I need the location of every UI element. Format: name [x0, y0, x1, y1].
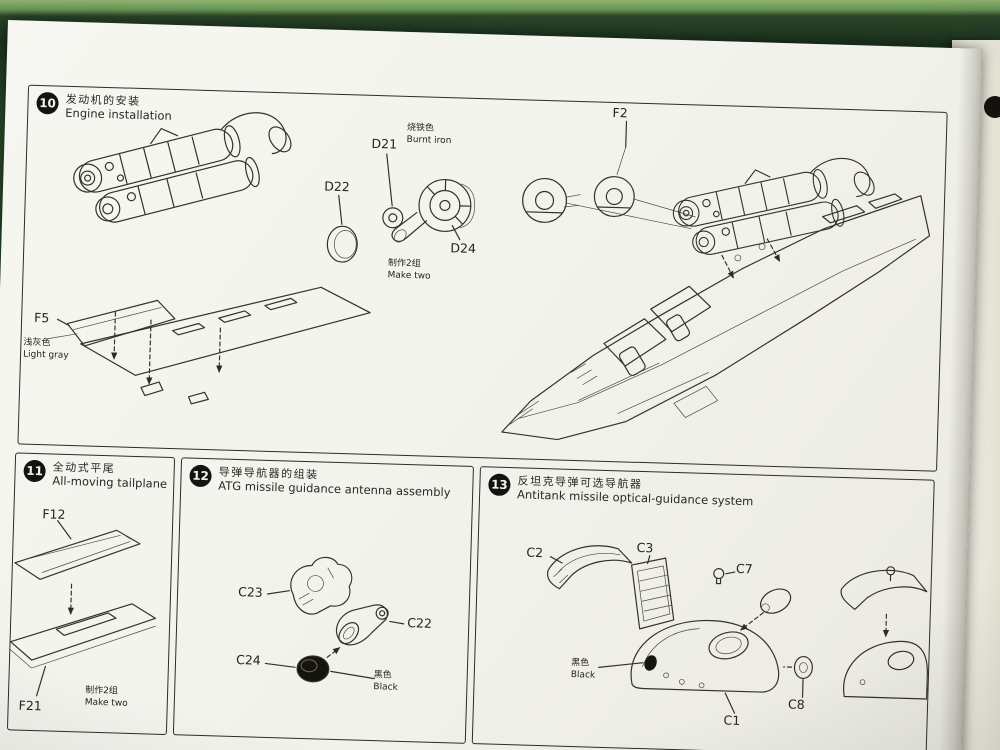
part-label-c3: C3	[636, 539, 654, 556]
color-note-burnt-iron: 烧铁色 Burnt iron	[406, 123, 451, 148]
part-label-c22: C22	[407, 615, 433, 631]
color-note-black-en: Black	[570, 669, 596, 681]
part-label-f21: F21	[18, 697, 43, 714]
color-note-burnt-iron-zh: 烧铁色	[406, 122, 435, 134]
tailplane-diagram	[9, 520, 157, 697]
part-label-d22: D22	[323, 178, 350, 195]
part-label-f5: F5	[33, 309, 50, 326]
step-10-number-badge: 10	[36, 91, 59, 115]
instruction-page: 10 发动机的安装 Engine installation	[0, 20, 983, 750]
part-label-d21: D21	[371, 135, 398, 152]
part-label-c2: C2	[526, 544, 544, 561]
engine-installation-diagram	[46, 96, 931, 441]
color-note-light-gray-zh: 浅灰色	[23, 337, 51, 349]
part-label-c23: C23	[237, 584, 263, 600]
step-10-header: 10 发动机的安装 Engine installation	[36, 91, 172, 124]
make-two-note-s10: 制作2组 Make two	[387, 258, 431, 283]
make-two-zh: 制作2组	[387, 258, 421, 270]
color-note-black-s13: 黑色 Black	[571, 658, 596, 682]
guidance-antenna-diagram	[264, 556, 405, 683]
next-page-step-badge	[984, 96, 1000, 118]
step-11-panel: 11 全动式平尾 All-moving tailplane	[6, 452, 176, 736]
step-11-number-badge: 11	[23, 459, 46, 483]
step-12-panel: 12 导弹导航器的组装 ATG missile guidance antenna…	[172, 457, 474, 744]
step-13-number-badge: 13	[488, 473, 511, 497]
part-label-c1: C1	[723, 712, 741, 729]
part-label-d24: D24	[450, 240, 477, 256]
part-label-c24: C24	[235, 652, 261, 668]
make-two-en: Make two	[387, 270, 431, 282]
part-label-c7: C7	[735, 560, 753, 577]
step-11-title: 全动式平尾 All-moving tailplane	[52, 461, 168, 492]
optical-guidance-diagram	[546, 545, 928, 714]
color-note-burnt-iron-en: Burnt iron	[406, 134, 452, 146]
part-label-f12: F12	[42, 506, 66, 522]
step-12-number-badge: 12	[189, 464, 212, 488]
part-label-f2: F2	[612, 104, 628, 121]
color-note-black-zh: 黑色	[571, 657, 590, 669]
make-two-zh: 制作2组	[84, 685, 119, 697]
step-11-header: 11 全动式平尾 All-moving tailplane	[23, 459, 168, 492]
step-13-panel: 13 反坦克导弹可选导航器 Antitank missile optical-g…	[471, 466, 935, 750]
color-note-black-s12: 黑色 Black	[373, 670, 398, 694]
make-two-note-s11: 制作2组 Make two	[85, 686, 129, 711]
part-label-c8: C8	[787, 696, 805, 712]
color-note-black-en: Black	[373, 681, 398, 693]
color-note-light-gray: 浅灰色 Light gray	[23, 338, 69, 363]
step-10-title: 发动机的安装 Engine installation	[65, 93, 172, 124]
step-10-panel: 10 发动机的安装 Engine installation	[17, 84, 948, 472]
make-two-en: Make two	[84, 697, 128, 709]
color-note-black-zh: 黑色	[373, 670, 392, 681]
color-note-light-gray-en: Light gray	[22, 349, 69, 361]
